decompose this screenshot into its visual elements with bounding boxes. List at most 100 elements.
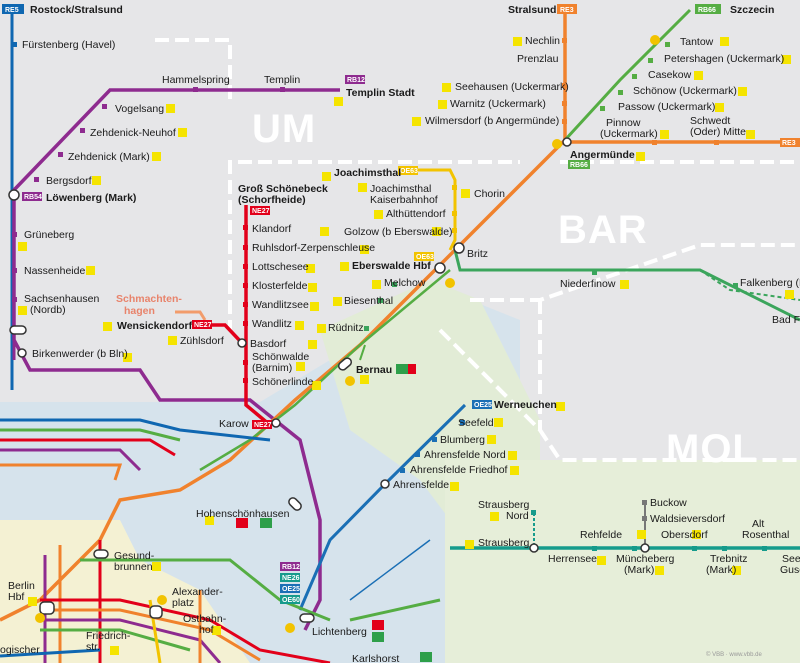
station-britz[interactable]: Britz bbox=[467, 248, 488, 260]
station-wensickendorf[interactable]: Wensickendorf bbox=[117, 320, 193, 332]
station-blumberg[interactable]: Blumberg bbox=[440, 434, 485, 446]
station-strausberg-nord[interactable]: Strausberg bbox=[478, 499, 530, 511]
line-rb66[interactable] bbox=[563, 8, 692, 142]
station-joachimsthal-k[interactable]: Joachimsthal bbox=[370, 183, 431, 195]
station-friedrichstr[interactable]: Friedrich- bbox=[86, 630, 131, 642]
station-schoenwalde[interactable]: Schönwalde bbox=[252, 351, 309, 363]
destination-stralsund[interactable]: RE3 bbox=[557, 4, 577, 14]
station-vogelsang[interactable]: Vogelsang bbox=[115, 103, 164, 115]
station-templin-stadt[interactable]: Templin Stadt bbox=[346, 87, 415, 99]
station-hammelspring[interactable]: Hammelspring bbox=[162, 74, 230, 86]
station-alt-rosenthal-2: Rosenthal bbox=[742, 529, 789, 541]
station-trebnitz[interactable]: Trebnitz bbox=[710, 553, 748, 565]
station-alexanderplatz[interactable]: Alexander- bbox=[172, 586, 223, 598]
station-rehfelde[interactable]: Rehfelde bbox=[580, 529, 622, 541]
station-fuerstenberg[interactable]: Fürstenberg (Havel) bbox=[22, 39, 115, 51]
station-klosterfelde[interactable]: Klosterfelde bbox=[252, 280, 308, 292]
station-herrensee[interactable]: Herrensee bbox=[548, 553, 597, 565]
svg-text:RE3: RE3 bbox=[560, 7, 574, 14]
station-tantow[interactable]: Tantow bbox=[680, 36, 714, 48]
station-zehdenick-neuhof[interactable]: Zehdenick-Neuhof bbox=[90, 127, 176, 139]
station-ruhlsdorf[interactable]: Ruhlsdorf-Zerpenschleuse bbox=[252, 242, 375, 254]
station-grueneberg[interactable]: Grüneberg bbox=[24, 229, 74, 241]
station-hohenschoenhausen[interactable]: Hohenschönhausen bbox=[196, 508, 290, 520]
station-wilmersdorf[interactable]: Wilmersdorf (b Angermünde) bbox=[425, 115, 559, 127]
svg-text:RB12: RB12 bbox=[282, 564, 300, 571]
station-muencheberg[interactable]: Müncheberg bbox=[616, 553, 675, 565]
station-angermuende[interactable]: Angermünde bbox=[570, 149, 635, 161]
station-eberswalde[interactable]: Eberswalde Hbf bbox=[352, 260, 431, 272]
line-oe63[interactable] bbox=[400, 168, 457, 251]
station-obersdorf[interactable]: Obersdorf bbox=[661, 529, 708, 541]
line-rb60[interactable] bbox=[453, 249, 800, 322]
station-ahrensfelde[interactable]: Ahrensfelde bbox=[393, 479, 449, 491]
station-lottschesee[interactable]: Lottschesee bbox=[252, 261, 309, 273]
station-warnitz[interactable]: Warnitz (Uckermark) bbox=[450, 98, 546, 110]
svg-text:OE25: OE25 bbox=[474, 402, 492, 409]
station-wandlitz[interactable]: Wandlitz bbox=[252, 318, 292, 330]
station-strausberg[interactable]: Strausberg bbox=[478, 537, 530, 549]
station-seelow[interactable]: Seelo bbox=[782, 553, 800, 565]
station-karlshorst[interactable]: Karlshorst bbox=[352, 653, 399, 663]
station-schoenow[interactable]: Schönow (Uckermark) bbox=[633, 85, 737, 97]
station-sachsenhausen[interactable]: Sachsenhausen bbox=[24, 293, 99, 305]
station-casekow[interactable]: Casekow bbox=[648, 69, 692, 81]
station-templin[interactable]: Templin bbox=[264, 74, 300, 86]
station-ruednitz[interactable]: Rüdnitz bbox=[328, 322, 364, 334]
station-petershagen[interactable]: Petershagen (Uckermark) bbox=[664, 53, 784, 65]
station-gesundbrunnen[interactable]: Gesund- bbox=[114, 550, 155, 562]
station-ahrensfelde-nord[interactable]: Ahrensfelde Nord bbox=[424, 449, 506, 461]
station-pinnow[interactable]: Pinnow bbox=[606, 117, 641, 129]
station-friedrichstr-2: str. bbox=[86, 641, 100, 653]
station-seehausen[interactable]: Seehausen (Uckermark) bbox=[455, 81, 569, 93]
line-oe25[interactable] bbox=[298, 403, 467, 611]
station-bernau[interactable]: Bernau bbox=[356, 364, 392, 376]
station-bad-f[interactable]: Bad F bbox=[772, 314, 800, 326]
station-wandlitzsee[interactable]: Wandlitzsee bbox=[252, 299, 309, 311]
station-zehdenick[interactable]: Zehdenick (Mark) bbox=[68, 151, 150, 163]
station-bergsdorf[interactable]: Bergsdorf bbox=[46, 175, 92, 187]
line-rb12[interactable] bbox=[12, 88, 340, 631]
station-lichtenberg[interactable]: Lichtenberg bbox=[312, 626, 367, 638]
station-gesundbrunnen-2: brunnen bbox=[114, 561, 153, 573]
station-schwedt[interactable]: Schwedt bbox=[690, 115, 730, 127]
station-ahrensfelde-friedhof[interactable]: Ahrensfelde Friedhof bbox=[410, 464, 508, 476]
station-labels: Fürstenberg (Havel) Hammelspring Templin… bbox=[0, 35, 800, 663]
station-zoologischer[interactable]: ogischer bbox=[0, 644, 40, 656]
station-schmachtenhagen[interactable]: Schmachten- bbox=[116, 293, 182, 305]
station-karow[interactable]: Karow bbox=[219, 418, 249, 430]
badge-ne27: NE27 bbox=[250, 206, 270, 215]
line-ne27[interactable] bbox=[244, 205, 272, 427]
station-joachimsthal[interactable]: Joachimsthal bbox=[334, 167, 401, 179]
destination-szczecin[interactable]: RB66 bbox=[695, 4, 721, 14]
station-buckow[interactable]: Buckow bbox=[650, 497, 687, 509]
station-chorin[interactable]: Chorin bbox=[474, 188, 505, 200]
station-prenzlau[interactable]: Prenzlau bbox=[517, 53, 559, 65]
station-alt-rosenthal[interactable]: Alt bbox=[752, 518, 764, 530]
station-klandorf[interactable]: Klandorf bbox=[252, 223, 291, 235]
station-werneuchen[interactable]: Werneuchen bbox=[494, 399, 557, 411]
station-golzow[interactable]: Golzow (b Eberswalde) bbox=[344, 226, 453, 238]
station-passow[interactable]: Passow (Uckermark) bbox=[618, 101, 715, 113]
destination-rostock[interactable]: RE5 bbox=[2, 4, 24, 14]
station-melchow[interactable]: Melchow bbox=[384, 277, 426, 289]
station-falkenberg[interactable]: Falkenberg (Mark) bbox=[740, 277, 800, 289]
station-althuettendorf[interactable]: Althüttendorf bbox=[386, 208, 446, 220]
station-zuehlsdorf[interactable]: Zühlsdorf bbox=[180, 335, 224, 347]
station-ostbahnhof[interactable]: Ostbahn- bbox=[183, 613, 227, 625]
station-biesenthal[interactable]: Biesenthal bbox=[344, 295, 393, 307]
station-nechlin[interactable]: Nechlin bbox=[525, 35, 560, 47]
station-berlin-hbf[interactable]: Berlin bbox=[8, 580, 35, 592]
station-waldsieversdorf[interactable]: Waldsieversdorf bbox=[650, 513, 725, 525]
station-schoenerlinde[interactable]: Schönerlinde bbox=[252, 376, 313, 388]
station-nassenheide[interactable]: Nassenheide bbox=[24, 265, 85, 277]
station-basdorf[interactable]: Basdorf bbox=[250, 338, 286, 350]
station-birkenwerder[interactable]: Birkenwerder (b Bln) bbox=[32, 348, 128, 360]
badge-rb54: RB54 bbox=[22, 192, 42, 201]
station-sachsenhausen-2: (Nordb) bbox=[30, 304, 66, 316]
station-loewenberg[interactable]: Löwenberg (Mark) bbox=[46, 192, 136, 204]
station-gross-schoenebeck[interactable]: Groß Schönebeck bbox=[238, 183, 328, 195]
station-niederfinow[interactable]: Niederfinow bbox=[560, 278, 616, 290]
station-seefeld[interactable]: Seefeld bbox=[458, 417, 494, 429]
destination-rostock-label: Rostock/Stralsund bbox=[30, 4, 123, 16]
